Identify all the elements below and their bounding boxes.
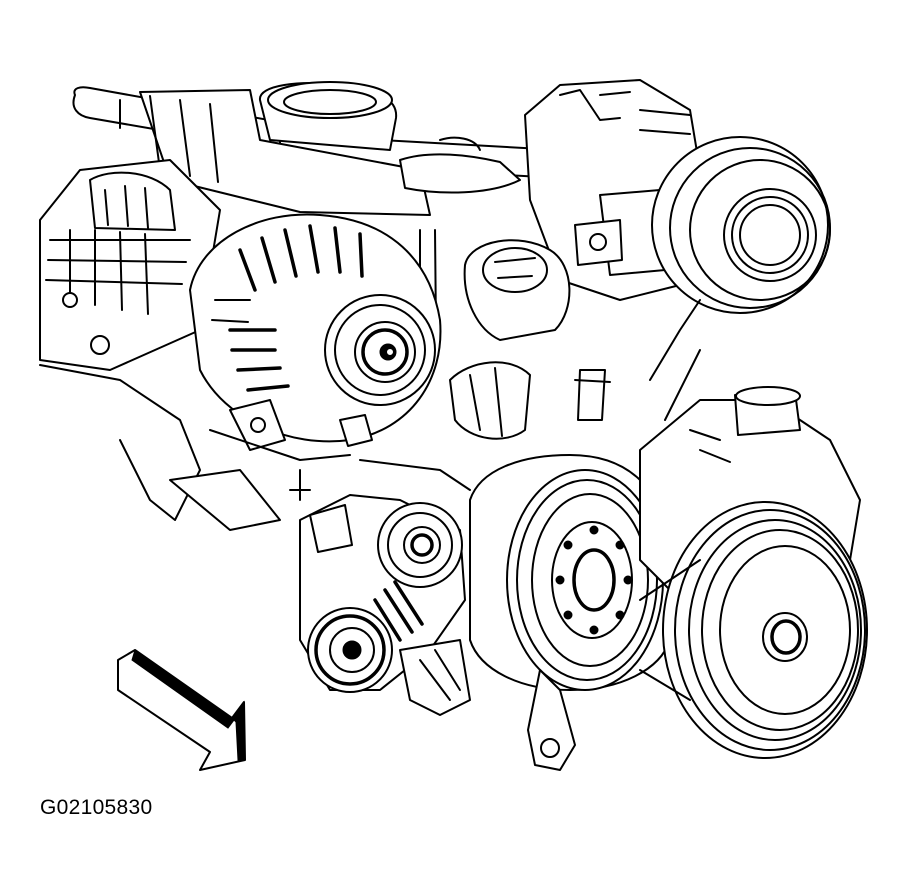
crankshaft-pulley — [639, 299, 868, 759]
ac-compressor — [524, 79, 831, 314]
arrow-down-right-icon — [117, 649, 246, 771]
water-pump-pulley — [469, 454, 671, 771]
water-outlet — [449, 239, 611, 440]
alternator — [189, 213, 442, 451]
engine-block-lower — [39, 364, 471, 716]
figure-id-label: G02105830 — [40, 796, 153, 819]
belt-tensioner — [299, 494, 466, 693]
intake-manifold — [39, 81, 561, 371]
